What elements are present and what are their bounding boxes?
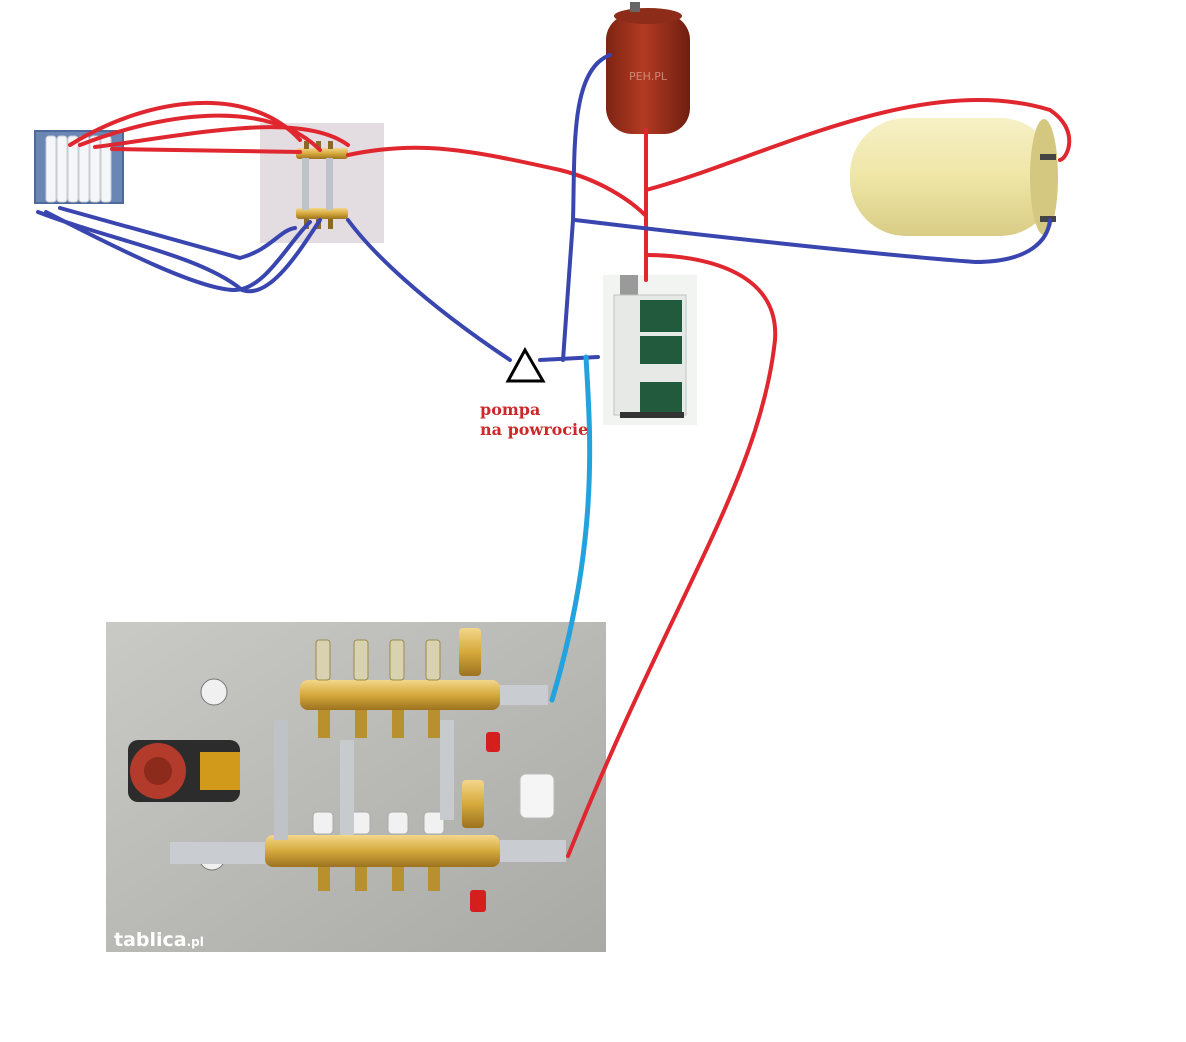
pump-label-line2: na powrocie [480, 420, 589, 439]
photo-watermark-suffix: .pl [187, 935, 204, 949]
tank-watermark: PEH.PL [629, 70, 668, 83]
boiler-icon [603, 275, 697, 425]
svg-text:tablica.pl: tablica.pl [114, 929, 204, 951]
manifold-icon [260, 123, 384, 243]
pump-label-line1: pompa [480, 400, 541, 419]
expansion-tank-icon: PEH.PL [606, 2, 690, 134]
manifold-feed-pipe [549, 354, 593, 703]
pump-triangle-icon [505, 346, 546, 383]
water-cylinder-icon [850, 118, 1058, 236]
pump-label: pompa na powrocie [480, 400, 588, 440]
supply-pipes [68, 97, 1072, 858]
underfloor-manifold-icon: tablica.pl [106, 622, 606, 952]
photo-watermark: tablica [114, 929, 187, 951]
return-pipes [36, 53, 1052, 362]
